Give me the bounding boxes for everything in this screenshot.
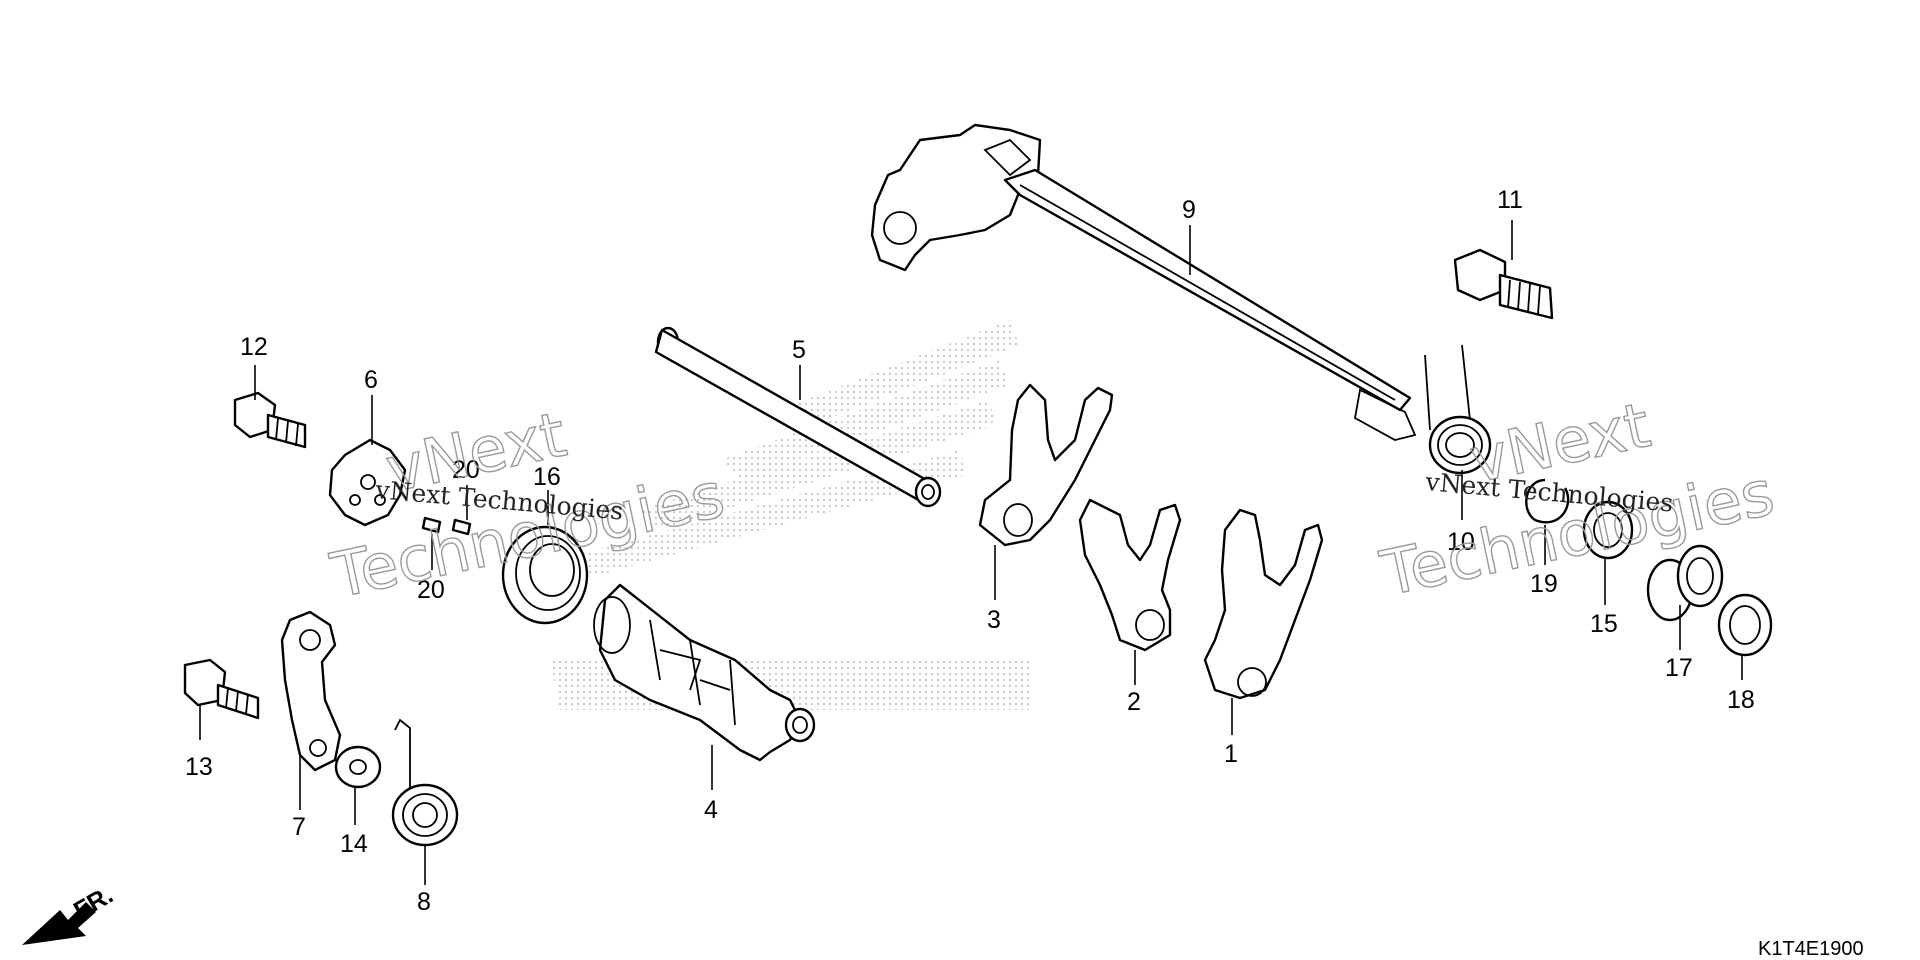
callout-3[interactable]: 3 <box>987 606 1001 634</box>
callout-4[interactable]: 4 <box>704 796 718 824</box>
front-direction-indicator: FR. <box>22 881 118 945</box>
callout-2[interactable]: 2 <box>1127 688 1141 716</box>
part-18-oil-seal[interactable] <box>1717 593 1773 657</box>
arrow-down-left-icon <box>22 902 96 945</box>
part-10-return-spring[interactable] <box>1424 344 1492 475</box>
part-1-shift-fork[interactable] <box>1203 508 1324 700</box>
part-14-washer[interactable] <box>334 745 382 789</box>
callout-14[interactable]: 14 <box>340 830 368 858</box>
part-19-circlip[interactable] <box>1525 478 1570 524</box>
part-15-washer[interactable] <box>1582 500 1634 560</box>
callout-7[interactable]: 7 <box>292 813 306 841</box>
part-12-bolt[interactable] <box>233 391 307 449</box>
part-2-shift-fork[interactable] <box>1078 498 1182 652</box>
callout-9[interactable]: 9 <box>1182 196 1196 224</box>
part-17-needle-bearing[interactable] <box>1646 544 1724 622</box>
part-20-dowel-pins[interactable] <box>421 516 472 536</box>
part-9-shift-shaft[interactable] <box>870 123 1417 441</box>
part-11-bolt[interactable] <box>1453 248 1554 320</box>
callout-6[interactable]: 6 <box>364 366 378 394</box>
callout-8[interactable]: 8 <box>417 888 431 916</box>
part-7-stopper-arm[interactable] <box>280 610 342 772</box>
part-5-fork-shaft[interactable] <box>654 326 942 508</box>
leader-lines <box>199 220 1743 885</box>
part-13-bolt[interactable] <box>183 658 260 720</box>
callout-17[interactable]: 17 <box>1665 654 1693 682</box>
callout-15[interactable]: 15 <box>1590 610 1618 638</box>
part-4-shift-drum[interactable] <box>593 583 816 762</box>
callout-11[interactable]: 11 <box>1497 186 1523 214</box>
part-6-stopper-plate[interactable] <box>328 438 407 527</box>
callout-10[interactable]: 10 <box>1447 528 1475 556</box>
callout-labels: 1 2 3 4 5 6 7 8 9 10 11 12 13 14 15 16 1… <box>185 186 1755 916</box>
callout-13[interactable]: 13 <box>185 753 213 781</box>
callout-1[interactable]: 1 <box>1224 740 1238 768</box>
callout-20-lower[interactable]: 20 <box>417 576 445 604</box>
callout-5[interactable]: 5 <box>792 336 806 364</box>
callout-18[interactable]: 18 <box>1727 686 1755 714</box>
part-3-shift-fork[interactable] <box>978 383 1114 547</box>
callout-16[interactable]: 16 <box>533 463 561 491</box>
callout-19[interactable]: 19 <box>1530 570 1558 598</box>
callout-20-upper[interactable]: 20 <box>452 456 480 484</box>
diagram-code: K1T4E1900 <box>1758 938 1864 960</box>
callout-12[interactable]: 12 <box>240 333 268 361</box>
part-16-bearing[interactable] <box>501 525 589 625</box>
part-8-stopper-spring[interactable] <box>391 718 459 847</box>
